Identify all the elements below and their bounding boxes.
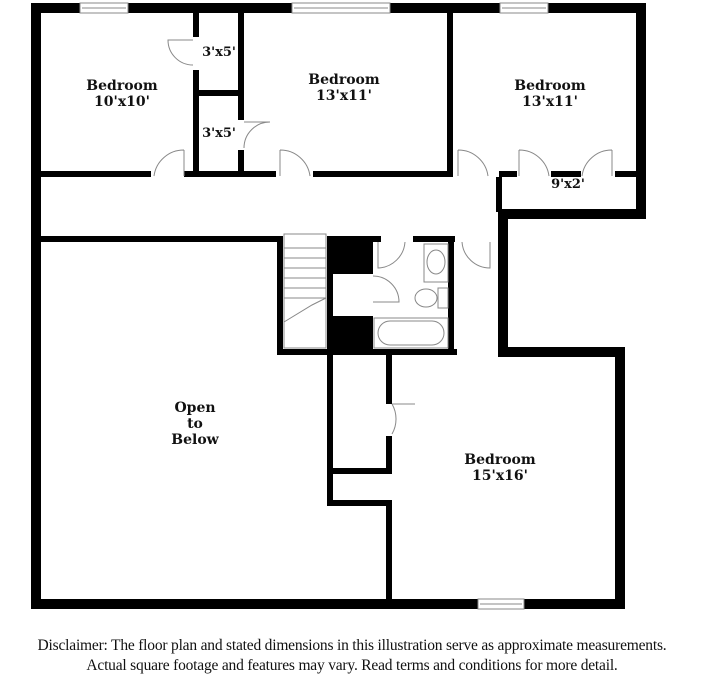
room-label-closet-1: 3'x5'	[198, 45, 240, 61]
room-dims: 15'x16'	[472, 468, 528, 484]
room-label-bedroom-2: Bedroom 13'x11'	[292, 72, 396, 104]
bath-fixtures	[373, 243, 449, 349]
disclaimer: Disclaimer: The floor plan and stated di…	[0, 636, 704, 676]
room-label-bedroom-3: Bedroom 13'x11'	[498, 78, 602, 110]
room-dims: 13'x11'	[316, 88, 372, 104]
room-name: Bedroom	[514, 78, 586, 94]
floor-plan	[31, 2, 646, 610]
room-label-bedroom-4: Bedroom 15'x16'	[448, 452, 552, 484]
room-dims: 13'x11'	[522, 94, 578, 110]
room-label-closet-3: 9'x2'	[543, 177, 593, 193]
room-dims: 10'x10'	[94, 94, 150, 110]
disclaimer-line-1: Disclaimer: The floor plan and stated di…	[37, 637, 667, 654]
disclaimer-line-2: Actual square footage and features may v…	[86, 657, 618, 674]
room-dims: 3'x5'	[202, 45, 236, 60]
room-name: Bedroom	[464, 452, 536, 468]
room-name: Bedroom	[308, 72, 380, 88]
room-label-closet-2: 3'x5'	[198, 126, 240, 142]
windows	[79, 2, 549, 610]
room-name-line2: to	[187, 416, 203, 432]
room-name-line3: Below	[171, 432, 219, 448]
stairs	[283, 233, 327, 349]
room-label-bedroom-1: Bedroom 10'x10'	[72, 78, 172, 110]
room-name-line1: Open	[174, 400, 216, 416]
doors	[153, 39, 613, 435]
room-dims: 9'x2'	[551, 177, 585, 192]
room-dims: 3'x5'	[202, 126, 236, 141]
walls	[31, 3, 646, 609]
room-name: Bedroom	[86, 78, 158, 94]
room-label-open-to-below: Open to Below	[160, 400, 230, 448]
